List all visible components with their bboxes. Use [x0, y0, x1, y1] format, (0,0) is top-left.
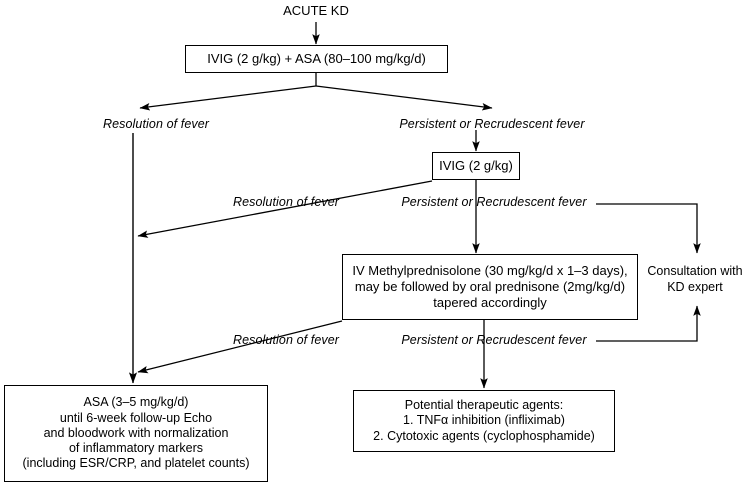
branch1-left-label: Resolution of fever — [102, 117, 210, 132]
edge-ivig2-resolution-diagonal — [137, 180, 433, 238]
label-branch3-resolution: Resolution of fever — [206, 332, 366, 350]
label-branch1-persistent: Persistent or Recrudescent fever — [380, 116, 604, 134]
ivig-asa-label: IVIG (2 g/kg) + ASA (80–100 mg/kg/d) — [207, 51, 426, 67]
branch3-right-label: Persistent or Recrudescent fever — [401, 333, 587, 348]
edge-fork-left — [139, 85, 317, 111]
branch3-left-label: Resolution of fever — [232, 333, 340, 348]
node-potential-therapeutic-agents[interactable]: Potential therapeutic agents: 1. TNFα in… — [353, 390, 615, 452]
branch1-right-label: Persistent or Recrudescent fever — [399, 117, 585, 132]
node-ivig-asa[interactable]: IVIG (2 g/kg) + ASA (80–100 mg/kg/d) — [185, 45, 448, 73]
ivig-2gkg-label: IVIG (2 g/kg) — [439, 158, 513, 174]
node-acute-kd: ACUTE KD — [262, 2, 370, 20]
node-consultation-kd-expert: Consultation with KD expert — [642, 262, 748, 298]
label-branch2-persistent: Persistent or Recrudescent fever — [382, 194, 606, 212]
iv-methylprednisolone-label: IV Methylprednisolone (30 mg/kg/d x 1–3 … — [352, 263, 628, 310]
label-branch2-resolution: Resolution of fever — [206, 194, 366, 212]
consultation-label: Consultation with KD expert — [647, 264, 743, 294]
edge-steroids-resolution-diagonal — [137, 320, 343, 374]
potential-agents-label: Potential therapeutic agents: 1. TNFα in… — [373, 398, 595, 443]
edge-persistent2-to-consult — [596, 203, 701, 254]
label-branch3-persistent: Persistent or Recrudescent fever — [382, 332, 606, 350]
branch2-right-label: Persistent or Recrudescent fever — [401, 195, 587, 210]
node-asa-maintenance[interactable]: ASA (3–5 mg/kg/d) until 6-week follow-up… — [4, 385, 268, 482]
node-ivig-2gkg[interactable]: IVIG (2 g/kg) — [432, 152, 520, 180]
branch2-left-label: Resolution of fever — [232, 195, 340, 210]
acute-kd-label: ACUTE KD — [283, 3, 349, 19]
label-branch1-resolution: Resolution of fever — [76, 116, 236, 134]
edge-fork-right — [315, 85, 493, 111]
node-iv-methylprednisolone[interactable]: IV Methylprednisolone (30 mg/kg/d x 1–3 … — [342, 254, 638, 320]
asa-maintenance-label: ASA (3–5 mg/kg/d) until 6-week follow-up… — [22, 395, 250, 471]
edge-persistent3-to-consult — [596, 305, 701, 342]
